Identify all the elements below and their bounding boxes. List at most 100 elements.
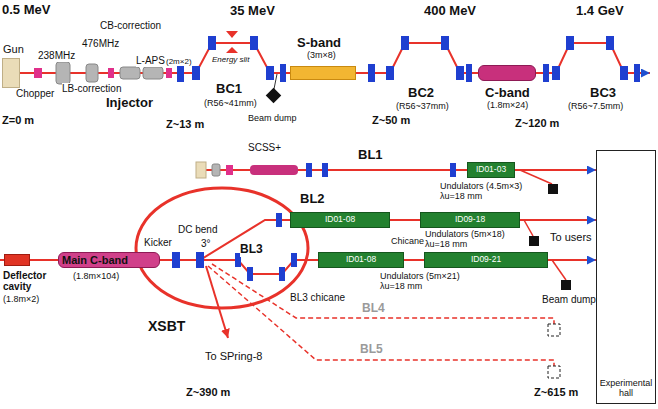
node-label: Main C-band — [59, 254, 131, 266]
beam-dump-symbol — [548, 184, 558, 194]
position-label: Z~50 m — [372, 114, 410, 127]
dimension-label: (R56~7.5mm) — [568, 101, 623, 111]
component-label: 238MHz — [38, 50, 75, 62]
dump-line — [552, 260, 566, 280]
section-label: BC3 — [590, 86, 616, 101]
note-label: To users — [550, 231, 592, 244]
node-caption: Gun — [3, 43, 24, 55]
quadrupole-magnet — [634, 64, 640, 82]
bend-magnet — [456, 66, 464, 80]
undulator-box: ID01-03 — [467, 162, 515, 178]
position-label: Z~615 m — [534, 386, 578, 399]
dc-bend-magnet — [196, 252, 204, 268]
angle-label: 3° — [201, 238, 211, 250]
correction-cavity — [166, 68, 172, 78]
beam-line — [200, 169, 467, 171]
c-band-accelerator: C-band(1.8m×24) — [478, 65, 536, 81]
dimension-label: (2m×2) — [166, 57, 192, 66]
quadrupole-magnet — [177, 64, 184, 82]
main-c-band-accelerator: Main C-band(1.8m×104) — [58, 252, 160, 268]
component-label: L-APS — [136, 55, 165, 67]
correction-cavity — [108, 68, 114, 78]
chicane-magnet — [279, 267, 285, 281]
beamline-label: XSBT — [148, 318, 185, 334]
undulator-box: ID09-21 — [424, 252, 548, 268]
chicane-magnet — [247, 267, 253, 281]
undulator-box: ID01-08 — [318, 252, 404, 268]
node-label: ID01-03 — [473, 165, 509, 174]
bend-magnet — [566, 36, 574, 50]
section-label: BC1 — [216, 82, 242, 97]
beamline-label: BL4 — [362, 302, 385, 316]
beamline-label: BL2 — [300, 192, 325, 207]
node-label: Experimental hall — [597, 379, 656, 403]
beam-line — [548, 259, 596, 261]
beam-line — [515, 169, 596, 171]
bend-magnet — [266, 66, 274, 80]
bend-magnet — [441, 36, 449, 50]
chicane-magnet — [291, 253, 297, 267]
node-caption: (1.8m×24) — [487, 101, 528, 111]
component-label: BL3 chicane — [290, 292, 345, 304]
position-label: Z~390 m — [186, 386, 230, 399]
quadrupole-magnet — [450, 163, 456, 177]
node-label: ID09-21 — [468, 255, 504, 264]
section-label: BC2 — [408, 86, 434, 101]
electron-gun: Gun — [2, 58, 20, 88]
node-caption: (1.8m×2) — [3, 295, 39, 305]
beam-line — [390, 219, 420, 221]
planned-dump — [548, 324, 560, 336]
quadrupole-magnet — [276, 213, 282, 227]
component-label: Beam dump — [248, 113, 297, 123]
node-label: ID09-18 — [452, 215, 488, 224]
section-label: Injector — [106, 96, 153, 111]
bend-magnet — [208, 36, 216, 50]
beamline-label: BL5 — [360, 343, 383, 357]
undulator-note: Undulators (5m×21) λu=18 mm — [380, 272, 480, 292]
energy-label: 0.5 MeV — [2, 3, 50, 18]
bend-magnet — [620, 66, 628, 80]
node-caption: S-band — [297, 36, 341, 50]
planned-dump — [548, 366, 560, 378]
gun-symbol — [196, 162, 206, 178]
experimental-hall: Experimental hall — [596, 150, 656, 404]
component-label: CB-correction — [100, 20, 161, 32]
position-label: Z=0 m — [2, 114, 34, 127]
quadrupole-magnet — [306, 163, 312, 177]
bend-magnet — [386, 66, 394, 80]
bend-magnet — [250, 36, 258, 50]
bend-magnet — [401, 36, 409, 50]
component-label: Beam dump — [542, 294, 596, 306]
energy-label: 1.4 GeV — [576, 4, 624, 19]
kicker-magnet — [172, 252, 180, 268]
s-band-accelerator: S-band(3m×8) — [290, 66, 356, 80]
bend-magnet — [552, 66, 560, 80]
position-label: Z~13 m — [166, 118, 204, 131]
component-label: Chopper — [16, 88, 54, 100]
component-label: Energy slit — [212, 55, 249, 64]
component-label: LB-correction — [62, 83, 121, 95]
node-label: ID01-08 — [322, 215, 358, 224]
l-band-structure — [143, 67, 163, 79]
note-label: To SPring-8 — [205, 350, 262, 363]
quadrupole-magnet — [322, 163, 328, 177]
highlight-ellipse — [136, 188, 308, 308]
position-label: Z~120 m — [515, 117, 559, 130]
undulator-note: Undulators (5m×18) λu=18 mm — [425, 230, 525, 250]
quadrupole-magnet — [466, 64, 472, 82]
beam-dump-symbol — [561, 280, 571, 290]
cavity-symbol — [86, 64, 98, 82]
accelerator-symbol — [250, 165, 298, 175]
slit-arrow — [226, 47, 238, 53]
beamline-label: BL3 — [240, 243, 263, 257]
node-caption: Deflector cavity — [3, 270, 61, 292]
dump-line — [274, 74, 277, 89]
deflector-cavity: Deflector cavity(1.8m×2) — [4, 254, 30, 266]
beam-line — [404, 259, 424, 261]
transport-line — [206, 266, 228, 338]
beam-dump-symbol — [266, 88, 282, 104]
chopper-symbol — [34, 68, 42, 78]
